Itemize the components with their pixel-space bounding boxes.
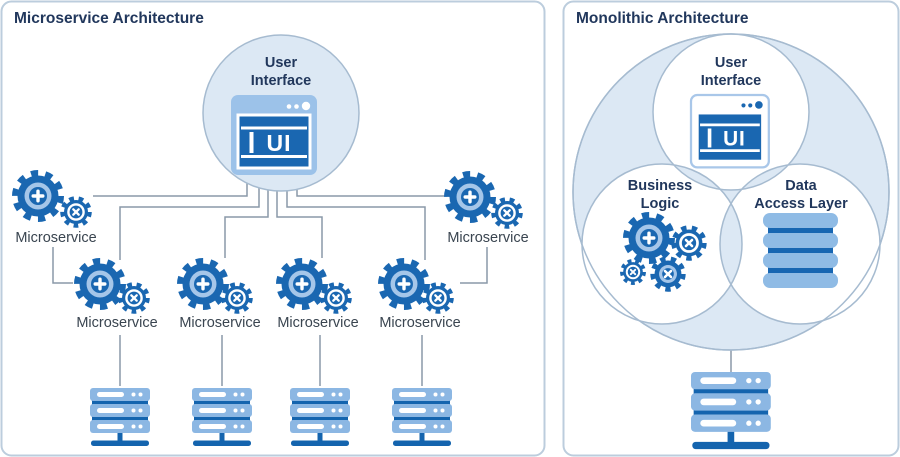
browser-dot-icon	[741, 103, 746, 108]
microservice-panel-title: Microservice Architecture	[14, 10, 204, 27]
microservice-panel-frame	[0, 0, 546, 457]
microservice-label: Microservice	[179, 315, 260, 331]
microservice-node-2: Microservice	[179, 261, 261, 331]
microservice-node-top-right: Microservice	[447, 174, 529, 246]
browser-dot-icon	[294, 104, 299, 109]
browser-ui-icon: UI	[231, 95, 317, 175]
ui-label-line2: Interface	[251, 73, 311, 89]
microservice-node-4: Microservice	[379, 261, 461, 331]
browser-dot-icon	[748, 103, 753, 108]
data-access-label-line2: Access Layer	[754, 196, 848, 212]
browser-dot-icon	[301, 101, 311, 111]
browser-ui-icon-white: UI	[689, 93, 770, 169]
business-logic-label-line2: Logic	[641, 196, 680, 212]
microservice-label: Microservice	[15, 230, 96, 246]
microservice-node-top-left: Microservice	[15, 173, 97, 246]
monolithic-panel: Monolithic Architecture User Interface	[562, 0, 900, 457]
microservice-panel: Microservice Architecture User Interface…	[0, 0, 546, 457]
ui-label-line1: User	[265, 55, 298, 71]
business-logic-label-line1: Business	[628, 178, 692, 194]
microservice-node-3: Microservice	[277, 261, 359, 331]
microservice-label: Microservice	[76, 315, 157, 331]
browser-dot-icon	[286, 104, 292, 109]
microservice-label: Microservice	[277, 315, 358, 331]
microservice-label: Microservice	[379, 315, 460, 331]
database-icon	[763, 213, 838, 288]
browser-dot-icon	[755, 101, 763, 109]
ui-icon-text: UI	[267, 130, 292, 156]
mono-ui-label-line1: User	[715, 55, 748, 71]
monolithic-panel-title: Monolithic Architecture	[576, 10, 749, 27]
microservice-connector-lines	[52, 172, 488, 386]
microservice-label: Microservice	[447, 230, 528, 246]
microservice-node-1: Microservice	[76, 261, 158, 331]
data-access-label-line1: Data	[785, 178, 817, 194]
mono-ui-label-line2: Interface	[701, 73, 761, 89]
ui-icon-text: UI	[723, 128, 746, 151]
